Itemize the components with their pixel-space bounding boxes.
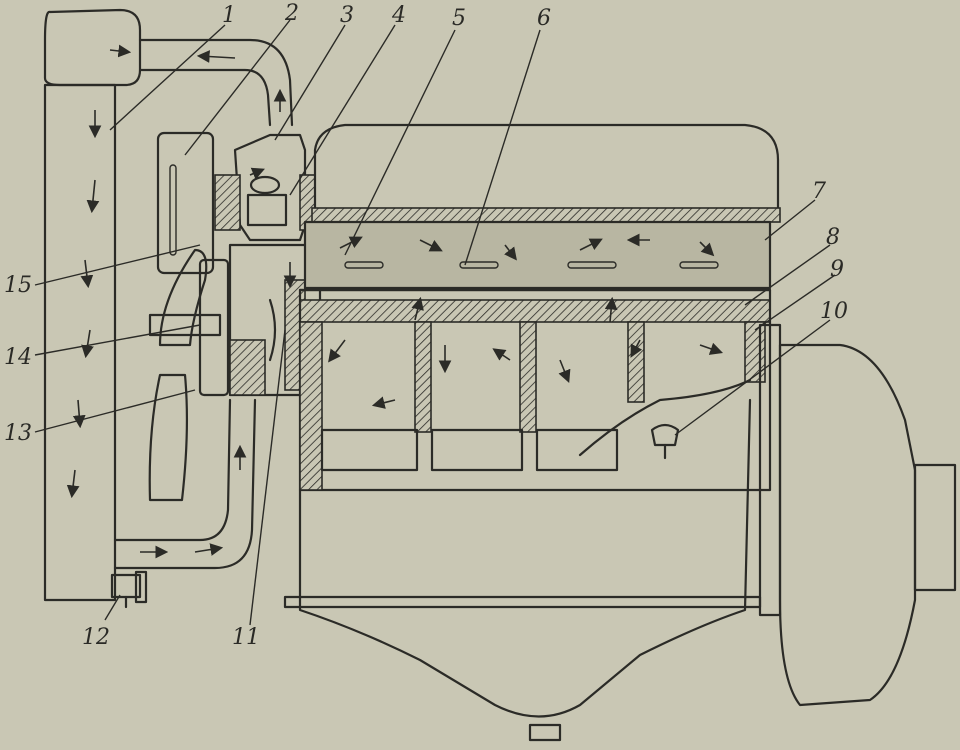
callout-6: 6 bbox=[537, 6, 551, 31]
callout-15: 15 bbox=[4, 273, 32, 298]
callout-2: 2 bbox=[284, 1, 299, 26]
callout-9: 9 bbox=[830, 257, 844, 282]
drain-tap bbox=[110, 570, 148, 609]
callout-13: 13 bbox=[4, 421, 32, 446]
callout-3: 3 bbox=[340, 3, 354, 28]
callout-7: 7 bbox=[812, 179, 826, 204]
flywheel-housing bbox=[758, 323, 957, 707]
callout-1: 1 bbox=[222, 3, 236, 28]
lower-hose bbox=[113, 398, 257, 570]
radiator-shroud-window bbox=[156, 131, 215, 275]
callout-10: 10 bbox=[820, 299, 848, 324]
rocker-cover bbox=[311, 123, 781, 223]
temperature-sensor bbox=[650, 423, 680, 460]
callout-4: 4 bbox=[391, 3, 406, 28]
head-water-jacket bbox=[303, 220, 772, 290]
callout-8: 8 bbox=[826, 225, 840, 250]
upper-hose bbox=[138, 38, 294, 127]
callout-12: 12 bbox=[82, 625, 110, 650]
radiator bbox=[43, 8, 142, 602]
callout-14: 14 bbox=[4, 345, 32, 370]
head-gasket bbox=[298, 288, 772, 323]
callout-labels: 1 2 3 4 5 6 7 8 9 10 11 12 13 14 15 bbox=[4, 1, 848, 650]
callout-11: 11 bbox=[232, 625, 260, 650]
callout-5: 5 bbox=[452, 6, 466, 31]
fan bbox=[148, 248, 230, 502]
leader-lines bbox=[34, 19, 836, 626]
